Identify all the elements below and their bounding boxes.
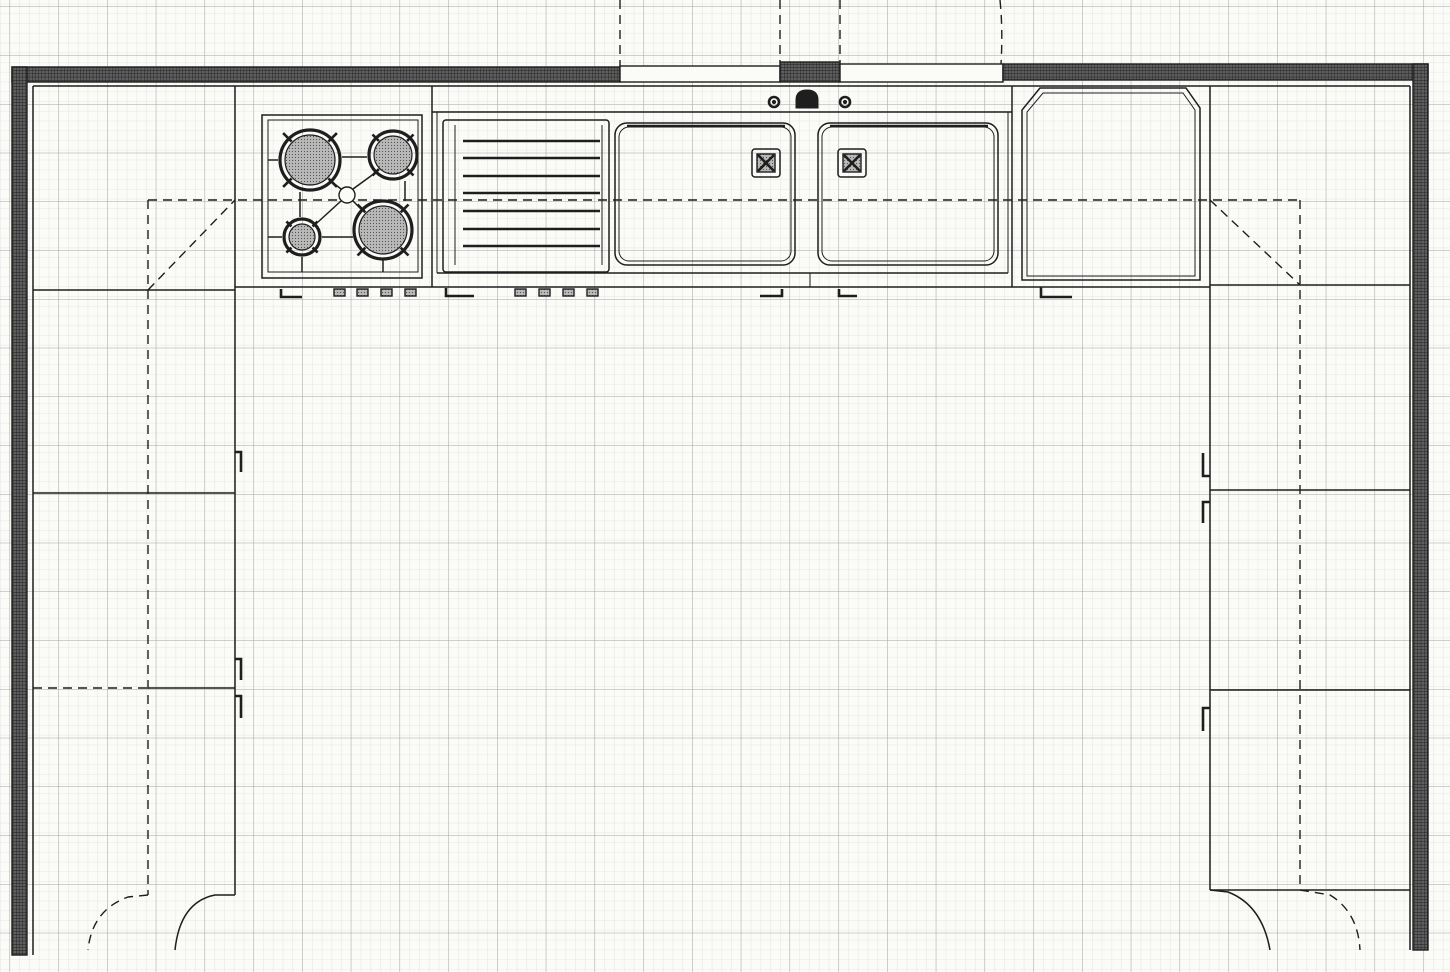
cabinet-handle [1201,706,1210,731]
wall-top-right [1002,63,1429,81]
burner-ring [367,129,419,181]
dishwasher-icon [1021,87,1201,281]
window-left [619,65,781,83]
control-knob [380,288,393,297]
cabinet-handle [760,289,784,298]
left-end-curve [174,894,235,951]
grate-bar [317,200,342,223]
faucet-knob-right-center [842,99,848,105]
cabinet-handle [444,288,474,298]
faucet-spout [795,89,819,109]
drain-icon [837,148,867,178]
double-sink-icon [432,89,1012,274]
burner-large-back-left [278,128,342,192]
drainboard-icon [442,119,610,273]
control-knob [538,288,551,297]
faucet-knob-left-center [771,99,777,105]
burner-medium-back-right [367,129,419,181]
wall-cabinet-outline [147,199,1301,895]
right-end-curve [1209,889,1271,951]
faucet-knob-left [767,95,781,109]
gas-cooktop-icon [261,114,423,279]
top-run-hardware [279,287,1072,299]
bowl-rim [614,122,796,266]
burner-small-front-left [282,217,322,257]
sink-bowl-left [614,122,796,266]
burner-cap [373,135,413,175]
pot-support [282,132,338,188]
wall-pillar [779,61,841,83]
wall-cabinet-corner [147,199,236,291]
burner-ring [278,128,342,192]
drain-outer [751,148,781,178]
drain-icon [751,148,781,178]
control-knob [356,288,369,297]
burner-large-front-right [352,199,414,261]
pot-support [356,203,410,257]
window-right [839,63,1004,83]
cooktop-center-knob [338,186,356,204]
wall-right [1412,63,1429,951]
pot-support [285,220,319,254]
walls [11,61,1429,956]
cabinet-handle [837,289,857,298]
burner-ring [282,217,322,257]
wall-left [11,66,28,956]
left-run-hardware [235,450,243,718]
cabinet-handle [279,289,302,299]
pot-support [371,133,415,177]
cooktop-frame-inner [267,119,419,273]
control-knob [586,288,599,297]
opening-guide-lines [619,0,1003,66]
drain-outer [837,148,867,178]
right-run-hardware [1201,453,1210,731]
bowl-rim [817,122,999,266]
drain-cross [843,154,861,172]
drainboard-ridges [463,139,600,248]
left-end-curve-dashed [87,894,149,951]
burner-cap [284,134,336,186]
drainboard-frame [442,119,610,273]
control-knob [333,288,346,297]
opening-guide-line [999,0,1003,65]
dishwasher-outline [1021,87,1201,281]
wall-top-left [11,66,621,83]
cabinet-handle [235,450,243,472]
wall-cabinet-corner [1209,199,1301,286]
dishwasher-inner [1026,92,1196,277]
counter-ends [87,889,1361,951]
burner-cap [358,205,408,255]
right-end-curve-dashed [1299,889,1361,951]
burner-ring [352,199,414,261]
cooktop-frame [261,114,423,279]
cabinet-handle [235,694,243,718]
control-knob [514,288,527,297]
drain-cross [757,154,775,172]
faucet-icon [767,89,852,109]
cabinet-handle [235,657,243,680]
faucet-knob-right [838,95,852,109]
grate-bar [352,172,376,190]
sink-bowl-right [817,122,999,266]
cabinet-handle [1039,287,1072,299]
cabinet-handle [1201,500,1210,523]
cabinet-handle [1201,453,1210,478]
control-knob [562,288,575,297]
control-knob [404,288,417,297]
burner-cap [288,223,316,251]
counter-outlines [32,85,1411,955]
